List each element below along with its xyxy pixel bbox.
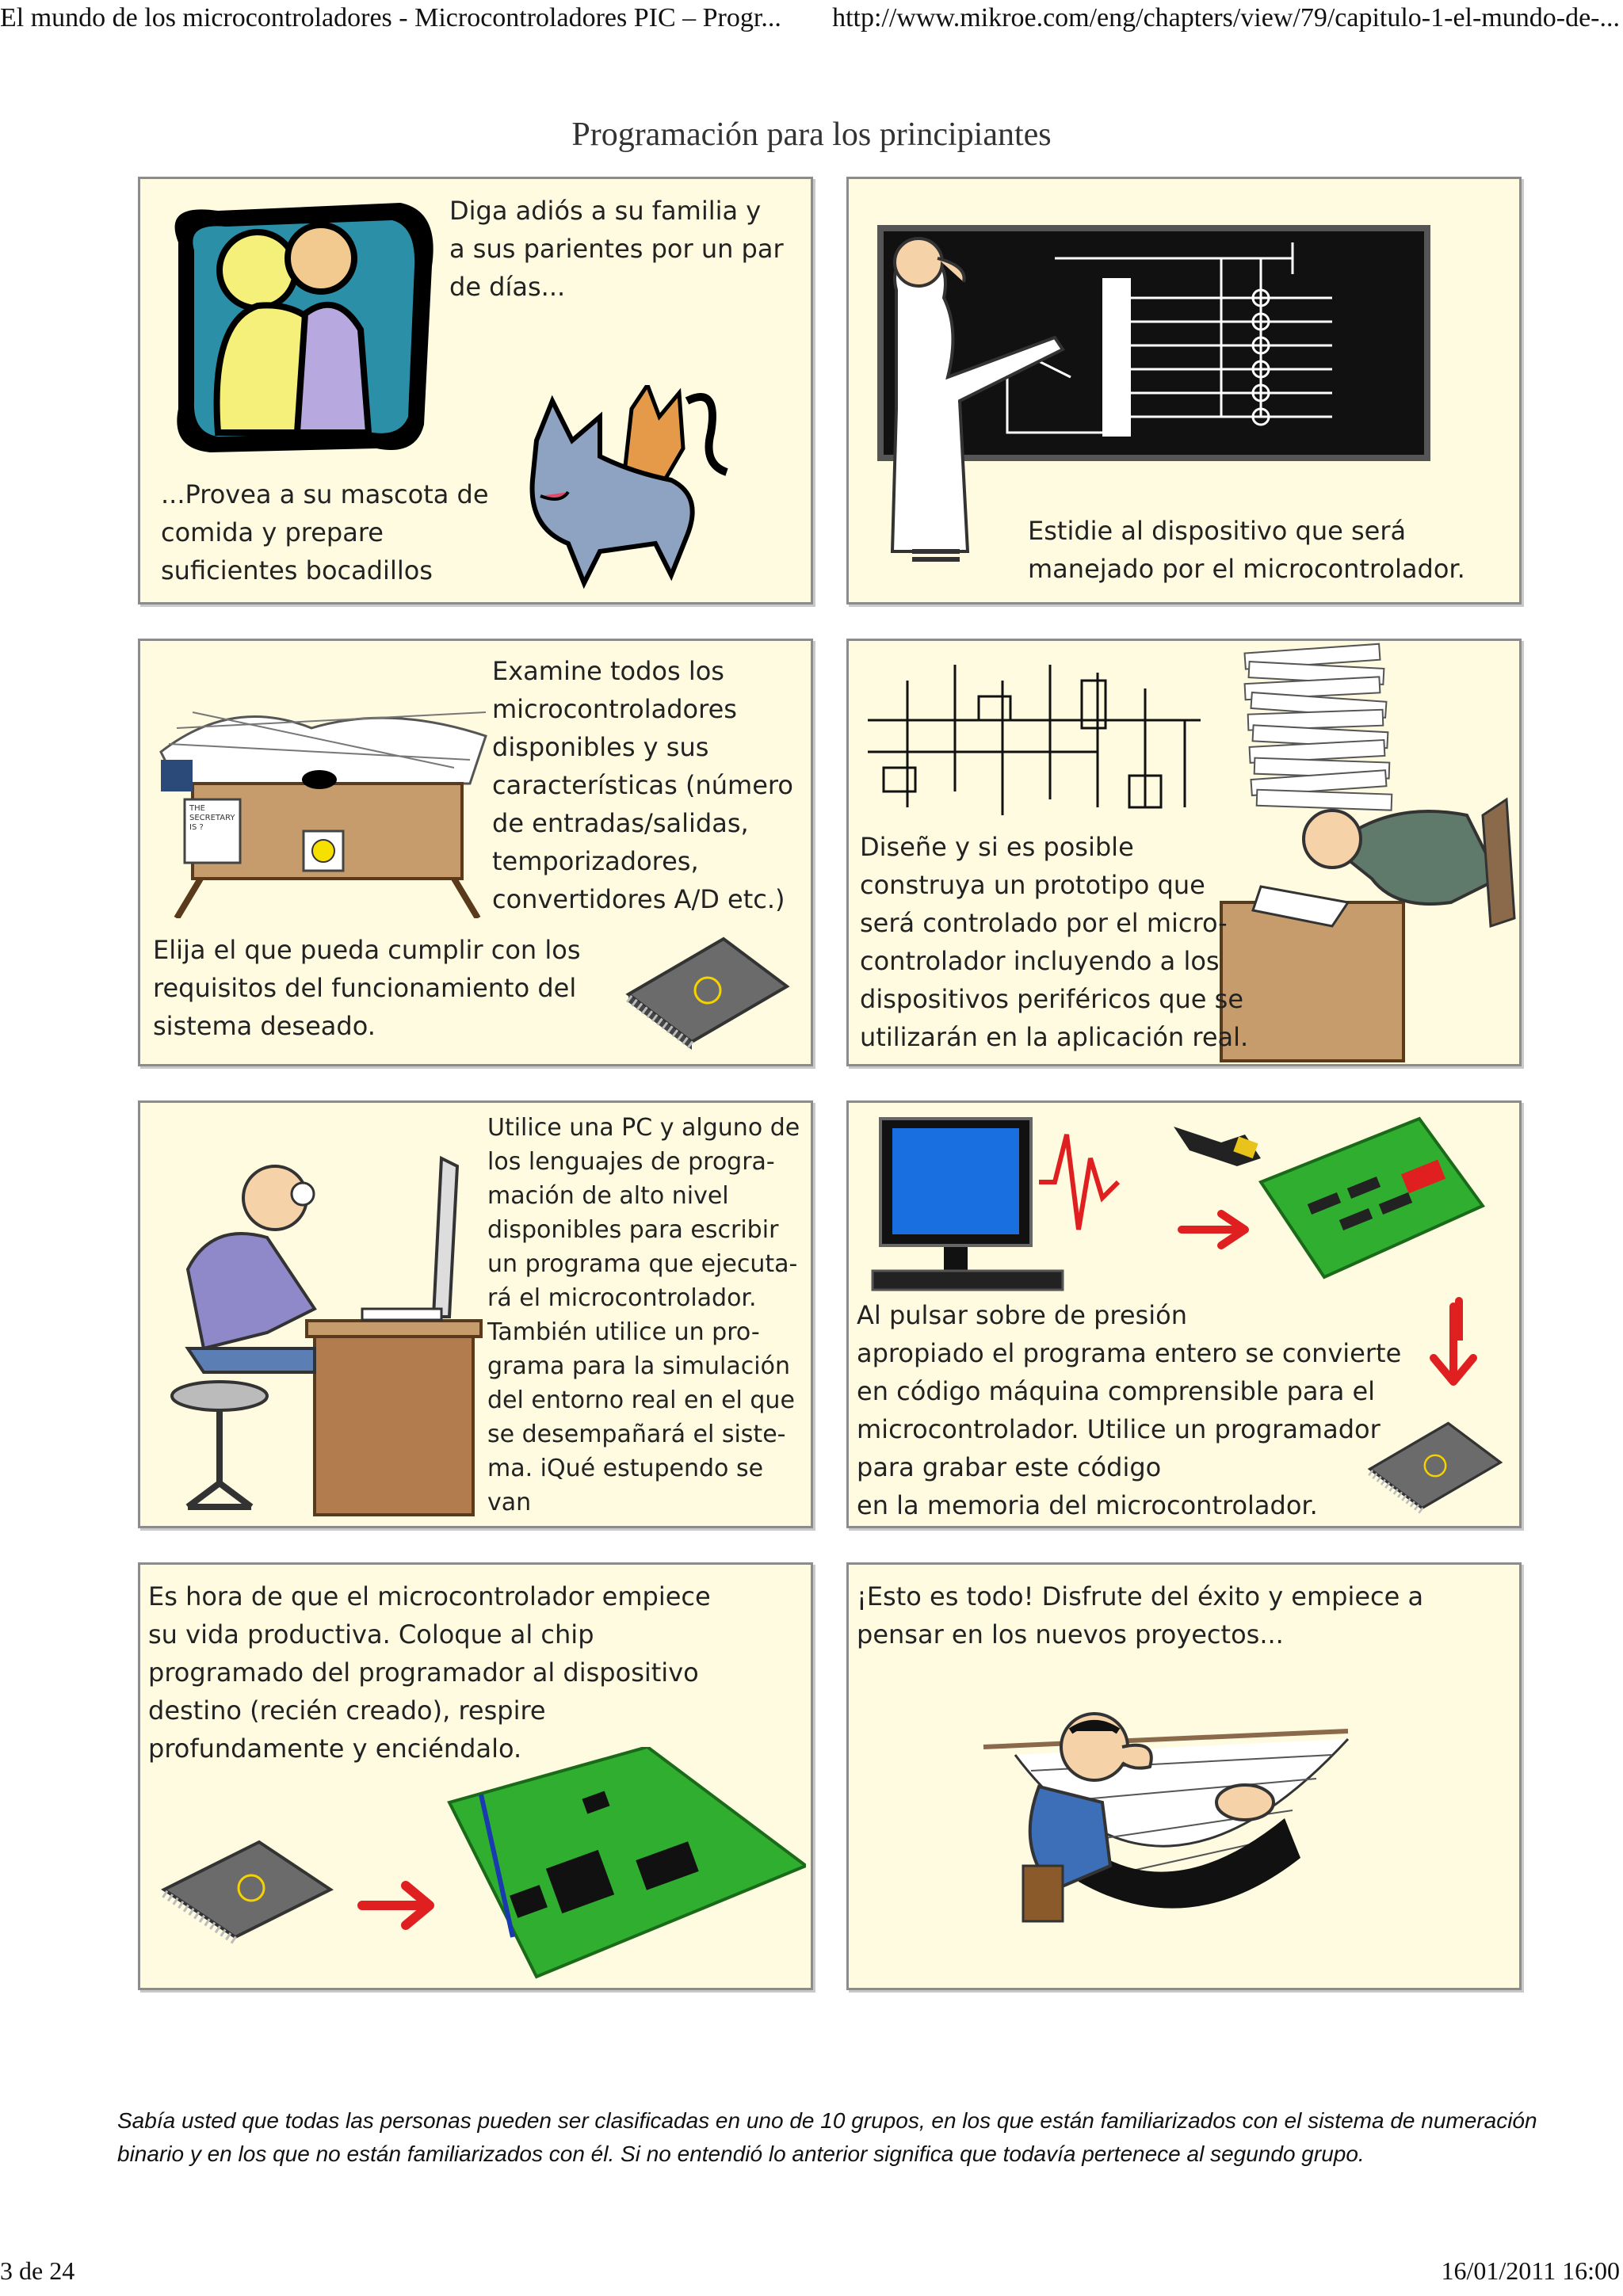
hammock-illustration — [983, 1712, 1350, 1923]
page-counter: 3 de 24 — [0, 2256, 75, 2285]
programmer-illustration — [170, 1155, 483, 1516]
program-caption: Utilice una PC y alguno de los lenguajes… — [487, 1114, 800, 1526]
examine-caption-bottom: Elija el que pueda cumplir con los requi… — [153, 935, 581, 1041]
chip-to-board-illustration — [161, 1747, 806, 1979]
chip-icon — [1367, 1421, 1503, 1514]
panel-enjoy: ¡Esto es todo! Disfrute del éxito y empi… — [846, 1562, 1522, 1990]
desk-sign-text: THE SECRETARY IS ? — [189, 804, 235, 832]
panel-design: Diseñe y si es posible construya un prot… — [846, 639, 1522, 1066]
red-arrow-down-icon — [1430, 1302, 1477, 1386]
farewell-caption-top: Diga adiós a su familia y a sus pariente… — [449, 196, 784, 302]
install-caption: Es hora de que el microcontrolador empie… — [148, 1581, 711, 1764]
chip-icon — [625, 936, 790, 1050]
pets-illustration — [529, 385, 728, 589]
panel-study: Estidie al dispositivo que será manejado… — [846, 177, 1522, 605]
print-timestamp: 16/01/2011 16:00 — [1441, 2256, 1620, 2285]
binary-joke-note: Sabía usted que todas las personas puede… — [117, 2108, 1537, 2166]
burn-caption: Al pulsar sobre de presión apropiado el … — [857, 1300, 1402, 1520]
schematic-illustration — [868, 665, 1201, 815]
panel-farewell: Diga adiós a su familia y a sus pariente… — [138, 177, 813, 605]
panel-program: Utilice una PC y alguno de los lenguajes… — [138, 1100, 813, 1528]
page-title: Programación para los principiantes — [571, 116, 1052, 153]
pc-to-programmer-illustration — [871, 1116, 1486, 1341]
study-caption: Estidie al dispositivo que será manejado… — [1028, 516, 1465, 584]
blackboard-illustration — [877, 225, 1430, 562]
browser-header-url[interactable]: http://www.mikroe.com/eng/chapters/view/… — [832, 3, 1620, 32]
design-caption: Diseñe y si es posible construya un prot… — [860, 832, 1249, 1052]
farewell-caption-bottom: ...Provea a su mascota de comida y prepa… — [161, 479, 489, 585]
panel-burn: Al pulsar sobre de presión apropiado el … — [846, 1100, 1522, 1528]
enjoy-caption: ¡Esto es todo! Disfrute del éxito y empi… — [857, 1581, 1424, 1650]
panel-examine: THE SECRETARY IS ? Examine todos los mic… — [138, 639, 813, 1066]
messy-desk-illustration — [159, 711, 487, 918]
hug-illustration — [174, 203, 433, 452]
examine-caption-top: Examine todos los microcontroladores dis… — [492, 656, 793, 914]
browser-header-title: El mundo de los microcontroladores - Mic… — [0, 3, 781, 32]
panel-install: Es hora de que el microcontrolador empie… — [138, 1562, 813, 1990]
engineer-papers-illustration — [1220, 643, 1516, 1062]
